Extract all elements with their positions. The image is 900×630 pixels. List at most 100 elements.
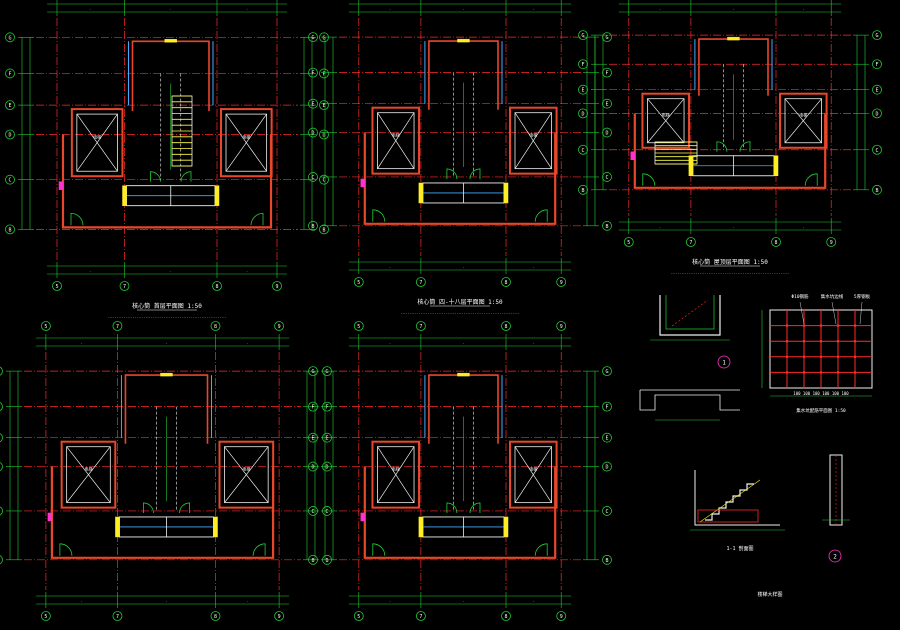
elevator-wall (371, 440, 421, 509)
door-swing (469, 502, 481, 513)
window-mark (160, 372, 173, 377)
circle-icon (872, 144, 882, 155)
axis-bubble: D (602, 127, 612, 138)
leader-line (831, 301, 837, 325)
circle-icon (578, 30, 588, 40)
axis-label: 8 (214, 614, 217, 620)
elevator-wall (70, 108, 124, 178)
circle-icon (5, 129, 15, 140)
rebar-node (836, 339, 840, 343)
door-arc (180, 171, 192, 182)
door-arc (252, 543, 266, 556)
elevator-label: 电梯 (799, 112, 807, 118)
rebar-node (819, 339, 823, 343)
elevator-car (647, 98, 685, 144)
elevator-car (514, 112, 552, 170)
axis-bubble: E (319, 100, 329, 110)
axis-label: F (311, 405, 314, 411)
axis-label: D (605, 465, 608, 471)
axis-label: G (311, 35, 314, 41)
floor-plan-plan-c: ······55778899GGFFEEDDCCBB电梯电梯核心筒 屋顶层平面图… (578, 0, 882, 275)
elevator-label: 电梯 (662, 112, 670, 118)
axis-label: 9 (560, 280, 563, 286)
door-swing (70, 212, 84, 226)
axis-bubble: 7 (415, 277, 426, 287)
door-arc (804, 173, 818, 186)
axis-label: 5 (55, 284, 58, 290)
dim-text: · (389, 265, 391, 269)
dim-text: · (659, 225, 661, 229)
column (688, 155, 694, 177)
column (122, 185, 127, 206)
leader-line (859, 301, 863, 325)
axis-label: G (325, 369, 328, 375)
door-arc (642, 173, 656, 186)
axis-label: D (875, 111, 878, 117)
door-arc (372, 543, 386, 556)
axis-bubble: 7 (119, 281, 130, 291)
elevator-label: 电梯 (242, 466, 250, 472)
circle-icon (602, 366, 612, 377)
dim-text: · (90, 7, 92, 11)
axis-label: E (311, 436, 314, 442)
window-mark (457, 38, 470, 43)
grid-title: 集水坑配筋平面图 1:50 (796, 407, 846, 414)
elevator-shaft: 电梯 (218, 440, 275, 509)
axis-bubble: D (602, 461, 612, 472)
elevator-car (224, 446, 269, 504)
dim-text: · (166, 341, 168, 345)
dim-text: · (533, 7, 535, 11)
axis-label: 7 (419, 614, 422, 620)
axis-label: C (8, 178, 11, 184)
door-swing (143, 502, 154, 513)
circle-icon (602, 461, 612, 472)
door-arc (150, 171, 161, 182)
stair-slope (699, 479, 761, 523)
axis-label: B (605, 558, 608, 564)
axis-bubble: 5 (41, 321, 51, 331)
elevator-shaft: 电梯 (60, 440, 117, 509)
rebar-node (853, 339, 857, 343)
circle-icon (5, 32, 15, 43)
grid-label: 集水坑边线 (821, 293, 844, 300)
column (213, 516, 218, 538)
elevator-wall (509, 106, 558, 175)
axis-bubble: G (602, 32, 612, 42)
axis-label: G (605, 369, 608, 375)
dim-text: · (246, 341, 248, 345)
door-arc (70, 212, 84, 226)
pit-section-detail: 1 (639, 295, 740, 421)
axis-label: F (605, 71, 608, 77)
axis-label: C (875, 148, 878, 154)
door-swing (250, 212, 264, 226)
axis-bubble: E (5, 100, 15, 110)
elevator-car (76, 113, 118, 172)
dim-text: · (246, 269, 248, 273)
elevator-shaft: 电梯 (641, 92, 691, 149)
axis-label: B (311, 224, 314, 230)
rebar-node (785, 324, 789, 327)
circle-icon (210, 611, 221, 621)
circle-icon (556, 321, 567, 331)
rebar-node (853, 324, 857, 327)
outer-wall (50, 466, 275, 559)
circle-icon (308, 554, 318, 565)
circle-icon (602, 432, 612, 443)
circle-icon (578, 108, 588, 119)
axis-label: 8 (774, 240, 777, 246)
axis-bubble: F (0, 402, 3, 412)
circle-icon (0, 506, 3, 516)
axis-label: D (325, 465, 328, 471)
door-arc (469, 168, 481, 179)
circle-icon (272, 281, 282, 291)
door-arc (739, 141, 751, 152)
circle-icon (308, 366, 318, 377)
outer-wall (633, 113, 827, 189)
wall-detail: 2 (822, 454, 850, 563)
circle-icon (308, 32, 318, 42)
axis-label: G (311, 369, 314, 375)
hydrant-marker (58, 181, 64, 190)
